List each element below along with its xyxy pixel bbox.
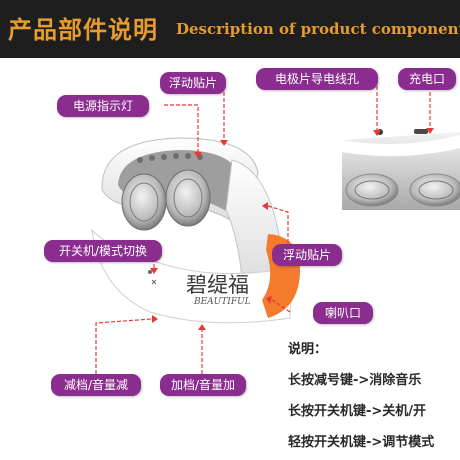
label-electrode-hole: 电极片导电线孔 (256, 68, 378, 90)
banner-title-en: Description of product components (176, 20, 460, 38)
label-charge-port: 充电口 (398, 68, 456, 90)
device-brand-en: BEAUTIFUL (193, 297, 251, 307)
device-brand-cn: 碧缇福 (186, 273, 249, 297)
instructions-heading: 说明： (288, 342, 328, 357)
banner-title-cn: 产品部件说明 (8, 16, 158, 44)
instructions: 说明： 长按减号键->消除音乐 长按开关机键->关机/开 轻按开关机键->调节模… (288, 338, 434, 450)
label-speaker: 喇叭口 (313, 302, 373, 324)
instruction-line-3: 轻按开关机键->调节模式 (288, 435, 435, 450)
label-decrease-volume: 减档/音量减 (51, 374, 141, 396)
neck-massager: 碧缇福 BEAUTIFUL (91, 137, 300, 324)
product-photo: 碧缇福 BEAUTIFUL (91, 129, 460, 324)
label-float-pad-right: 浮动贴片 (272, 244, 342, 266)
instruction-line-1: 长按减号键->消除音乐 (288, 373, 422, 388)
label-increase-volume: 加档/音量加 (160, 374, 246, 396)
label-power-indicator: 电源指示灯 (57, 95, 149, 117)
label-power-mode-switch: 开关机/模式切换 (44, 240, 162, 262)
label-float-pad-top: 浮动贴片 (160, 72, 226, 94)
header-banner: 产品部件说明 Description of product components (0, 0, 460, 58)
instruction-line-2: 长按开关机键->关机/开 (288, 404, 427, 419)
inset-closeup (342, 129, 460, 210)
